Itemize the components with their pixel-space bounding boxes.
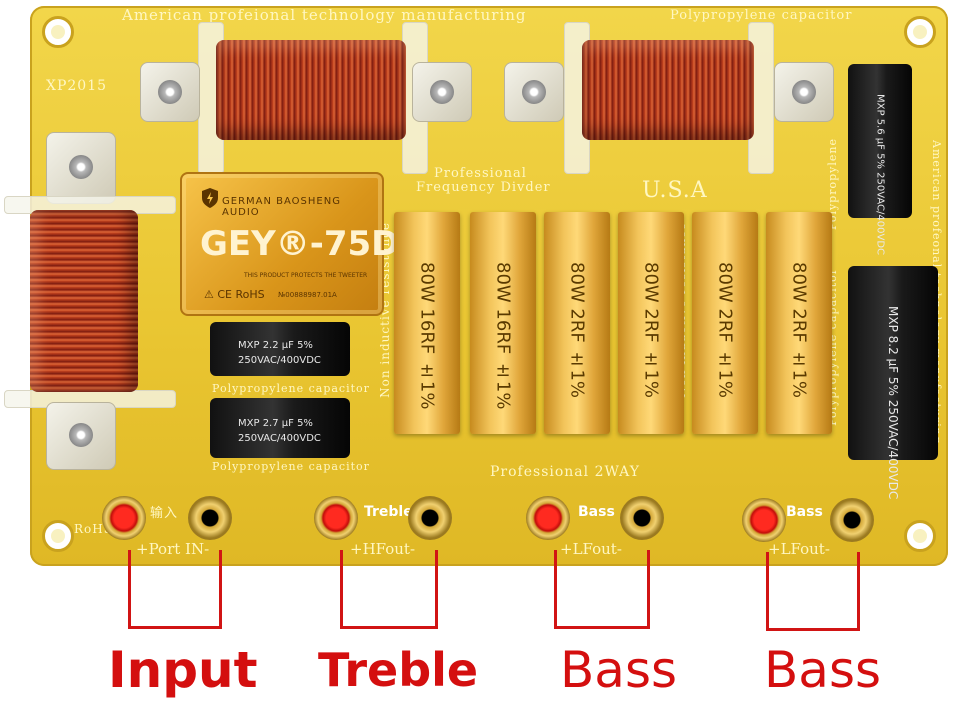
terminal-clamp <box>412 62 472 122</box>
bass-2-positive-terminal[interactable] <box>742 498 786 542</box>
module-serial: №00888987.01A <box>278 291 337 299</box>
lf-out-label-1: +LFout- <box>560 540 622 558</box>
resistor-value: 80W 16RF ±1% <box>416 262 438 410</box>
input-label: Input <box>108 641 258 699</box>
resistor: 80W 16RF ±1% <box>394 212 460 434</box>
mount-hole <box>904 16 936 48</box>
capacitor: MXP 5.6 μF 5% 250VAC/400VDC <box>848 64 912 255</box>
usa-text: U.S.A <box>642 178 708 203</box>
bottom-center-silkscreen: Professional 2WAY <box>490 464 640 480</box>
terminal-clamp <box>46 132 116 204</box>
mount-hole <box>42 16 74 48</box>
crossover-board: American profeional technology manufactu… <box>4 6 948 566</box>
shield-icon <box>202 188 218 208</box>
bass-tag-1: Bass <box>578 504 615 520</box>
terminal-clamp <box>774 62 834 122</box>
capacitor-rating: 250VAC/400VDC <box>238 433 321 444</box>
inductor-coil <box>30 210 138 392</box>
port-in-label: +Port IN- <box>136 540 210 558</box>
input-positive-terminal[interactable] <box>102 496 146 540</box>
center-title-2: Frequency Divder <box>416 180 551 195</box>
resistor: 80W 2RF ±1% <box>692 212 758 434</box>
capacitor-value: MXP 2.7 μF 5% <box>238 418 313 429</box>
capacitor-caption: Polypropylene capacitor <box>212 460 370 473</box>
treble-positive-terminal[interactable] <box>314 496 358 540</box>
center-title-1: Professional <box>434 166 527 181</box>
bass-1-positive-terminal[interactable] <box>526 496 570 540</box>
terminal-clamp <box>46 402 116 470</box>
input-wire <box>128 550 222 629</box>
model-code: XP2015 <box>46 78 108 94</box>
resistor: 80W 2RF ±1% <box>766 212 832 434</box>
resistor-value: 80W 2RF ±1% <box>714 262 736 399</box>
capacitor-value: MXP 5.6 μF 5% 250VAC/400VDC <box>874 94 886 256</box>
treble-negative-terminal[interactable] <box>408 496 452 540</box>
tweeter-protection-module: GERMAN BAOSHENG AUDIO GEY®-75D THIS PROD… <box>180 172 399 316</box>
treble-label: Treble <box>318 643 479 697</box>
inductor-coil <box>216 40 406 140</box>
resistor: 80W 2RF ±1% <box>544 212 610 434</box>
module-brand: GERMAN BAOSHENG AUDIO <box>222 196 341 218</box>
top-right-silkscreen: Polypropylene capacitor <box>670 8 853 23</box>
capacitor: MXP 8.2 μF 5% 250VAC/400VDC <box>848 266 938 499</box>
hf-out-label: +HFout- <box>350 540 416 558</box>
inductor-coil <box>582 40 754 140</box>
resistor-value: 80W 2RF ±1% <box>640 262 662 399</box>
capacitor-caption: Polypropylene capacitor <box>212 382 370 395</box>
capacitor: MXP 2.7 μF 5% 250VAC/400VDC <box>210 398 350 458</box>
top-silkscreen: American profeional technology manufactu… <box>122 6 527 24</box>
treble-tag: Treble <box>364 504 413 520</box>
bass-1-negative-terminal[interactable] <box>620 496 664 540</box>
resistor-value: 80W 16RF ±1% <box>492 262 514 410</box>
module-model: GEY®-75D <box>200 224 400 264</box>
resistor: 80W 16RF ±1% <box>470 212 536 434</box>
bass-2-negative-terminal[interactable] <box>830 498 874 542</box>
bass-1-wire <box>554 550 650 629</box>
input-negative-terminal[interactable] <box>188 496 232 540</box>
capacitor: MXP 2.2 μF 5% 250VAC/400VDC <box>210 322 350 376</box>
bass-2-wire <box>766 552 860 631</box>
resistor-value: 80W 2RF ±1% <box>788 262 810 399</box>
capacitor-value: MXP 8.2 μF 5% 250VAC/400VDC <box>886 306 900 500</box>
capacitor-value: MXP 2.2 μF 5% <box>238 340 313 351</box>
resistor-value: 80W 2RF ±1% <box>566 262 588 399</box>
capacitor-rating: 250VAC/400VDC <box>238 355 321 366</box>
input-small: 输入 <box>150 506 179 521</box>
resistor: 80W 2RF ±1% <box>618 212 684 434</box>
mount-hole <box>42 520 74 552</box>
bass-label-1: Bass <box>560 641 678 699</box>
module-rohs: ⚠ CE RoHS <box>204 288 265 301</box>
lf-out-label-2: +LFout- <box>768 540 830 558</box>
mount-hole <box>904 520 936 552</box>
terminal-clamp <box>140 62 200 122</box>
bass-label-2: Bass <box>764 641 882 699</box>
treble-wire <box>340 550 438 629</box>
terminal-clamp <box>504 62 564 122</box>
bass-tag-2: Bass <box>786 504 823 520</box>
module-small-text: THIS PRODUCT PROTECTS THE TWEETER <box>244 272 368 279</box>
